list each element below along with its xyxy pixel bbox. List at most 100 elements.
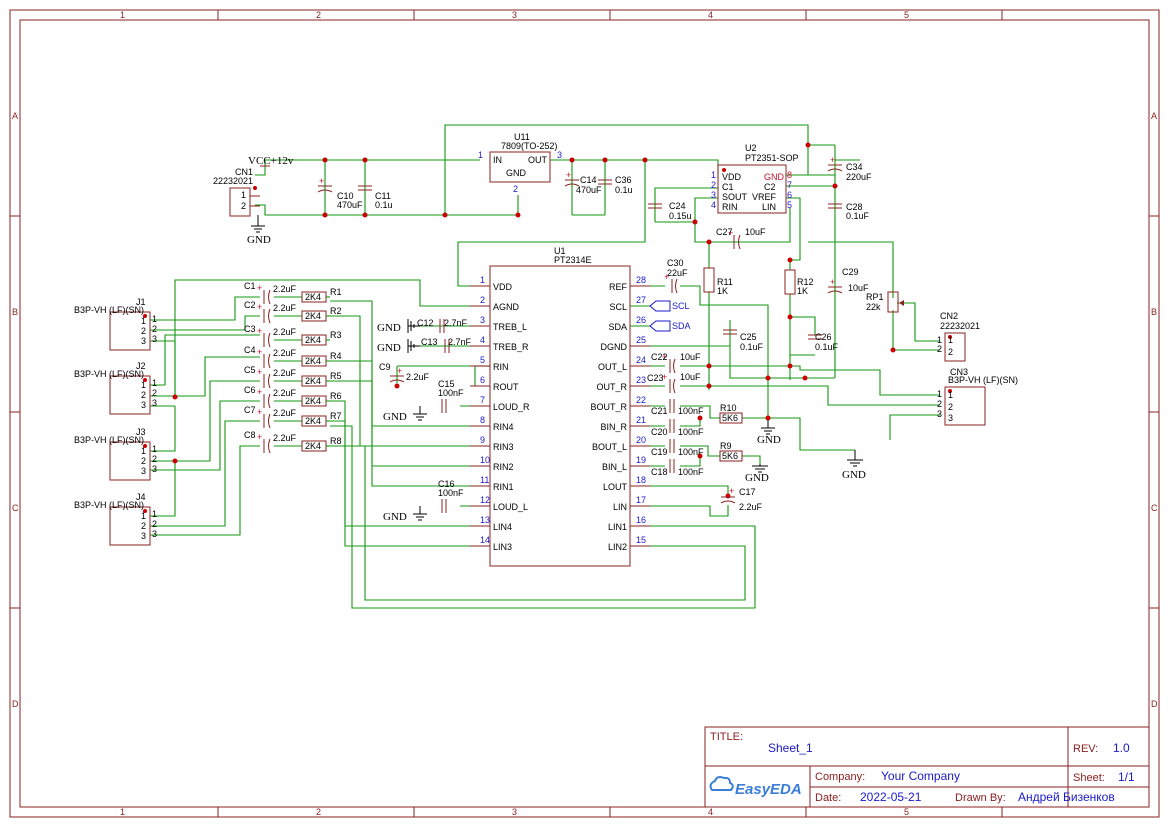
capacitor-c26: C26 0.1uF xyxy=(808,332,839,352)
jack-pin: 2 xyxy=(152,519,157,529)
svg-text:+: + xyxy=(257,407,262,417)
u1-pin-name: RIN xyxy=(493,362,509,372)
jack-pin: 3 xyxy=(141,466,146,476)
capacitor-c20: C20 100nF xyxy=(651,419,704,437)
u2-pin-vref: VREF xyxy=(752,192,777,202)
date-label: Date: xyxy=(815,792,841,804)
cn1-pin: 2 xyxy=(241,201,246,211)
c-value: 2.2uF xyxy=(273,433,297,443)
u1-pin-num: 28 xyxy=(636,275,646,285)
c19-ref: C19 xyxy=(651,447,668,457)
svg-text:+: + xyxy=(319,176,324,186)
u1-pin-num: 9 xyxy=(480,435,485,445)
capacitor-c19: C19 100nF xyxy=(651,439,704,457)
c-value: 2.2uF xyxy=(273,284,297,294)
c-value: 2.2uF xyxy=(273,348,297,358)
c-ref: C2 xyxy=(244,300,256,310)
c25-value: 0.1uF xyxy=(740,342,764,352)
u2-pin-rin: RIN xyxy=(722,202,738,212)
svg-text:+: + xyxy=(257,326,262,336)
cn2-pin: 1 xyxy=(937,335,942,345)
u1-pin-name: BIN_R xyxy=(600,422,627,432)
c-ref: C4 xyxy=(244,345,256,355)
c16-value: 100nF xyxy=(438,488,464,498)
u1-pin-name: LIN4 xyxy=(493,522,512,532)
svg-text:+: + xyxy=(257,302,262,312)
u11-pin: 2 xyxy=(513,184,518,194)
jack-part: B3P-VH (LF)(SN) xyxy=(74,500,144,510)
u2-ref: U2 xyxy=(745,143,757,153)
u1-pin-num: 10 xyxy=(480,455,490,465)
capacitor-c34: + C34 220uF xyxy=(827,155,872,182)
cn3-pin: 2 xyxy=(937,399,942,409)
u1-pin-name: OUT_L xyxy=(598,362,627,372)
u1-pin-name: LOUD_R xyxy=(493,402,530,412)
u1-part: PT2314E xyxy=(554,255,592,265)
svg-text:+: + xyxy=(257,347,262,357)
resistor-r9: R9 5K6 xyxy=(719,441,743,462)
cn3-pin: 3 xyxy=(948,413,953,423)
jack-pin: 1 xyxy=(152,378,157,388)
capacitor-c16: C16 100nF xyxy=(438,479,464,513)
u1-pin-name: VDD xyxy=(493,282,513,292)
vcc-label: VCC+12v xyxy=(248,155,294,167)
u1-pin-name: OUT_R xyxy=(596,382,627,392)
svg-text:+: + xyxy=(662,372,667,382)
r-ref: R8 xyxy=(330,436,342,446)
col-label: 4 xyxy=(708,807,713,817)
jack-ref: J3 xyxy=(136,427,146,437)
jack-ref: J1 xyxy=(136,297,146,307)
regulator-u11: U11 7809(TO-252) IN OUT GND 1 3 2 xyxy=(478,132,562,194)
u1-pin-name: RIN3 xyxy=(493,442,514,452)
jack-pin: 2 xyxy=(152,454,157,464)
col-label: 5 xyxy=(904,10,909,20)
c24-ref: C24 xyxy=(669,201,686,211)
r-value: 2K4 xyxy=(305,396,321,406)
rev-label: REV: xyxy=(1073,743,1098,755)
capacitor-c25: C25 0.1uF xyxy=(723,329,764,352)
u11-pin: 3 xyxy=(557,150,562,160)
capacitor-c30: + C30 22uF xyxy=(664,258,688,294)
c13-value: 2.7nF xyxy=(448,337,472,347)
gnd-label: GND xyxy=(383,511,407,523)
c9-ref: C9 xyxy=(379,362,391,372)
u2-pin-sout: SOUT xyxy=(722,192,748,202)
svg-text:+: + xyxy=(257,283,262,293)
jack-pin: 3 xyxy=(152,398,157,408)
c30-value: 22uF xyxy=(667,268,688,278)
gnd-label: GND xyxy=(377,342,401,354)
c10-value: 470uF xyxy=(337,200,363,210)
gnd-symbols xyxy=(251,215,863,521)
c-ref: C3 xyxy=(244,324,256,334)
capacitor-c24: C24 0.15u xyxy=(648,201,692,221)
u1-pin-num: 27 xyxy=(636,295,646,305)
r10-ref: R10 xyxy=(720,403,737,413)
capacitor-c4: +C4 2.2uF xyxy=(244,345,297,369)
capacitor-c15: C15 100nF xyxy=(438,379,464,413)
cn1-pin: 1 xyxy=(241,190,246,200)
svg-text:+: + xyxy=(566,170,571,180)
net-label-scl: SCL xyxy=(630,300,690,312)
u1-pin-num: 20 xyxy=(636,435,646,445)
u1-pin-num: 12 xyxy=(480,495,490,505)
u1-pin-name: REF xyxy=(609,282,628,292)
row-label: A xyxy=(1151,111,1157,121)
jack-pin: 1 xyxy=(152,509,157,519)
c28-ref: C28 xyxy=(846,202,863,212)
capacitor-c21: C21 100nF xyxy=(651,399,704,416)
capacitor-c27: + C27 10uF xyxy=(716,227,766,250)
vcc-power-label: VCC+12v xyxy=(248,155,294,167)
u11-in: IN xyxy=(493,155,502,165)
u1-pin-name: TREB_R xyxy=(493,342,529,352)
u1-pin-num: 25 xyxy=(636,335,646,345)
u1-pin-name: SDA xyxy=(608,322,627,332)
r-ref: R7 xyxy=(330,411,342,421)
capacitor-c13: C13 2.7nF xyxy=(421,337,472,353)
col-label: 3 xyxy=(512,807,517,817)
sheet-title: Sheet_1 xyxy=(768,741,813,755)
